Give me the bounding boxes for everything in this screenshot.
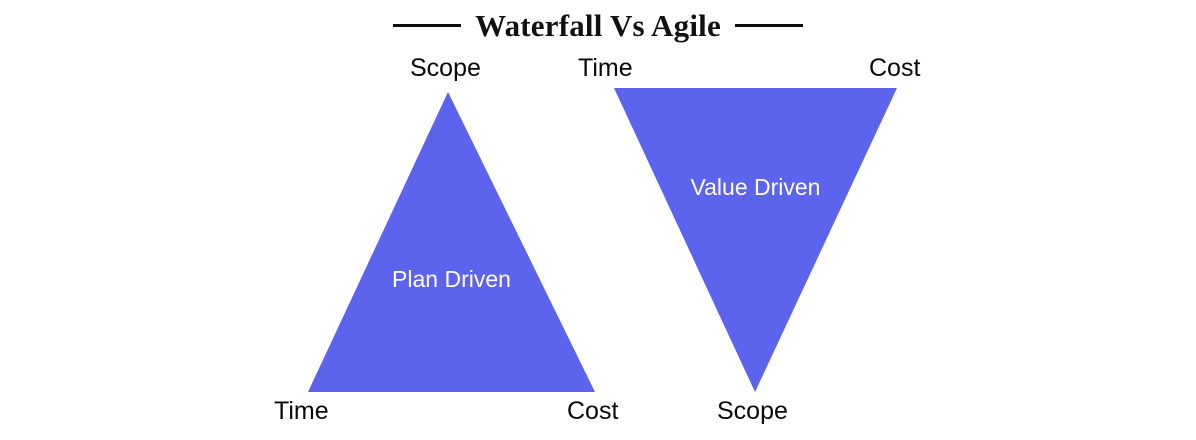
waterfall-triangle-shape	[308, 92, 595, 392]
page-title: Waterfall Vs Agile	[0, 4, 1196, 46]
agile-vertex-label-scope: Scope	[717, 397, 788, 425]
agile-triangle-caption: Value Driven	[690, 174, 821, 200]
title-rule-right-icon	[734, 23, 803, 27]
waterfall-vertex-label-cost: Cost	[567, 397, 619, 425]
waterfall-vertex-label-time: Time	[274, 397, 329, 425]
agile-vertex-label-cost: Cost	[869, 54, 921, 82]
agile-triangle-shape	[614, 88, 897, 392]
agile-vertex-label-time: Time	[578, 54, 633, 82]
page-title-text: Waterfall Vs Agile	[475, 7, 721, 43]
waterfall-triangle-caption: Plan Driven	[392, 266, 511, 292]
title-rule-left-icon	[393, 23, 462, 27]
waterfall-vertex-label-scope: Scope	[410, 54, 481, 82]
